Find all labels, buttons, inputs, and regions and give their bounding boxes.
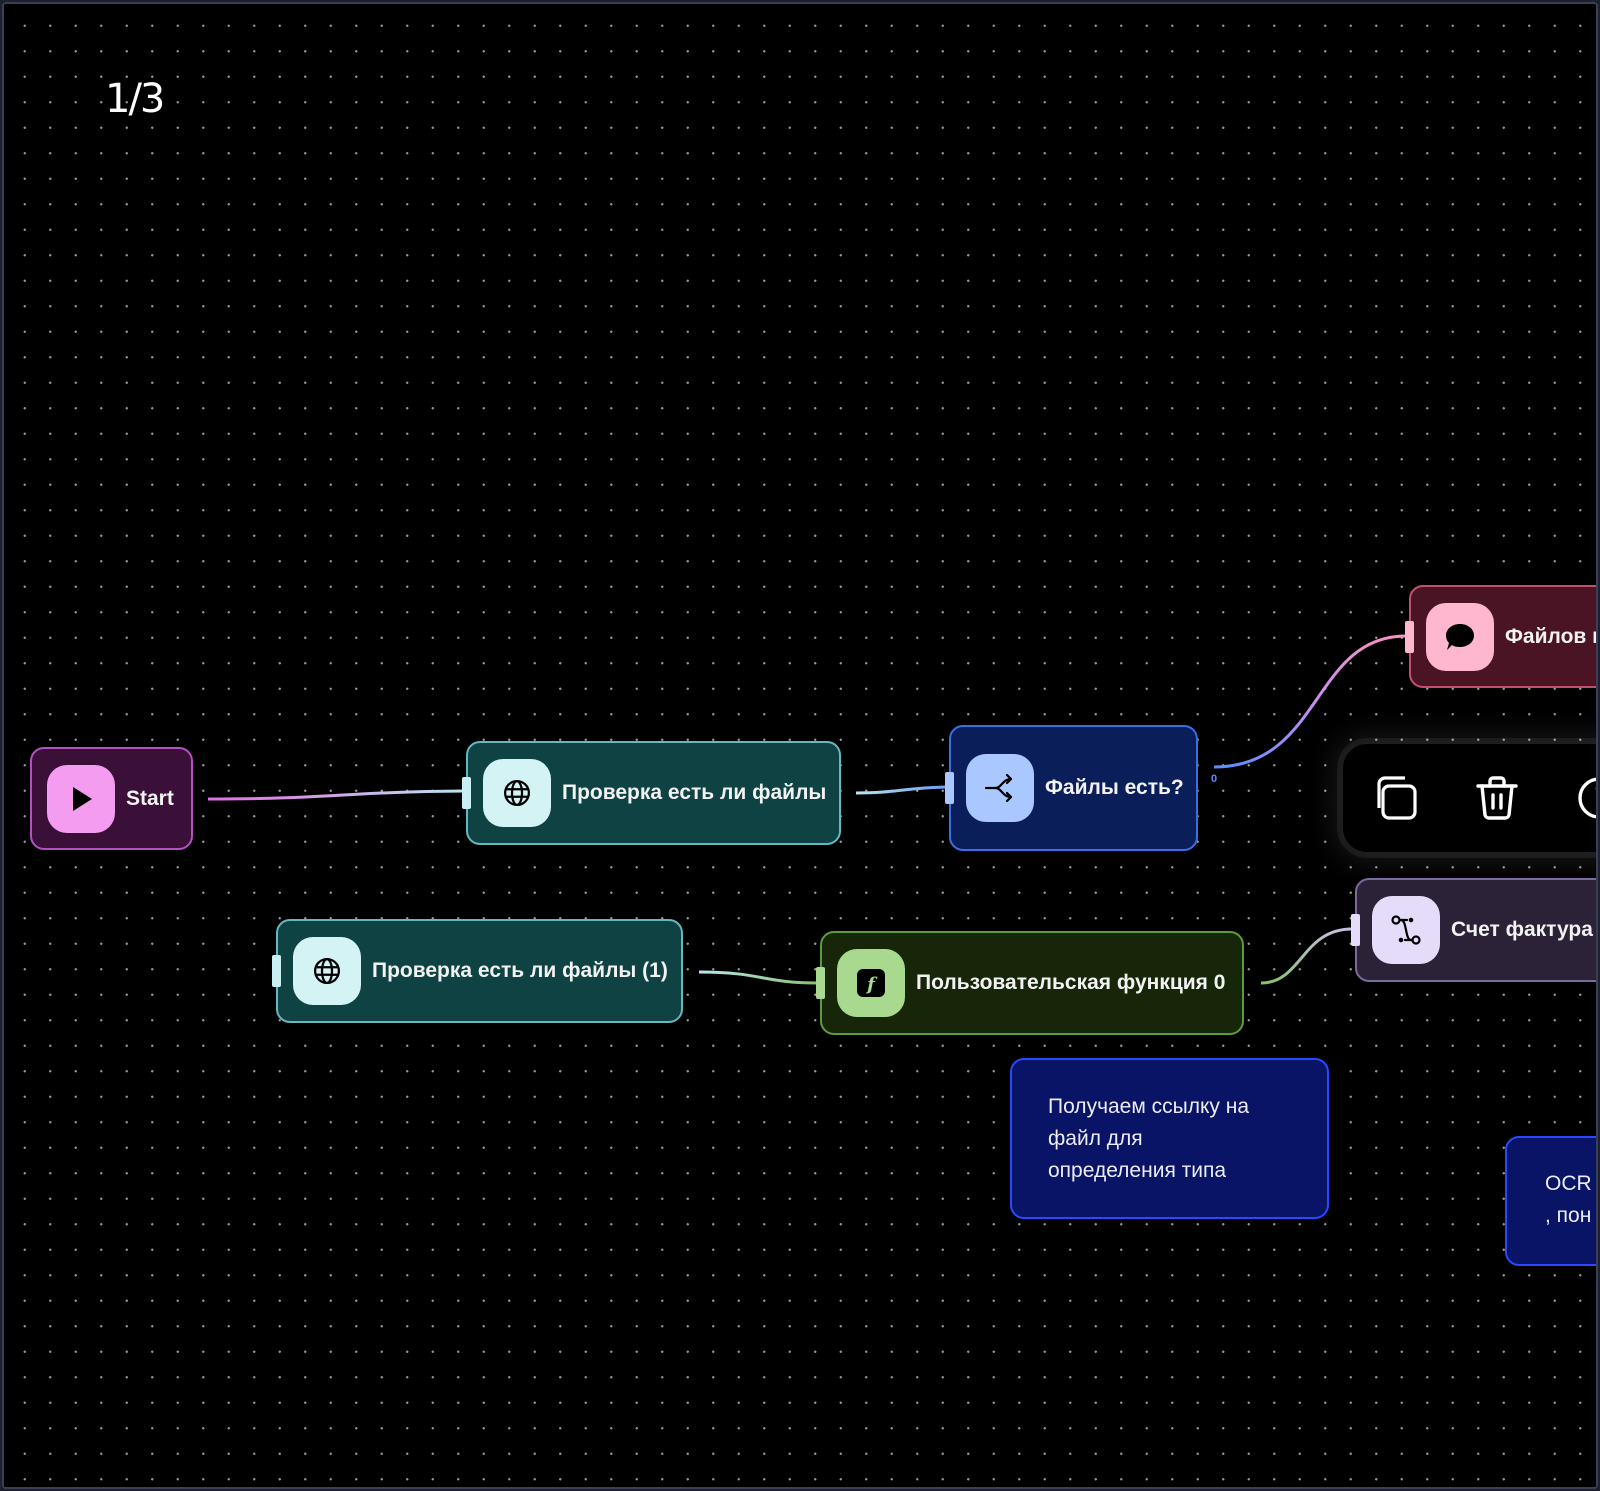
message-icon [1446, 623, 1474, 650]
node-label: Проверка есть ли файлы [562, 781, 827, 804]
node-label: Файлов н [1505, 624, 1598, 648]
input-handle[interactable] [816, 967, 825, 999]
node-label: Счет фактура [1451, 918, 1593, 941]
info-icon [1578, 777, 1598, 819]
node-label: Пользовательская функция 0 [916, 971, 1226, 994]
branch-icon [984, 773, 1013, 803]
node-icon-box [1372, 896, 1440, 964]
node-actions-toolbar [1343, 744, 1598, 852]
node-invoice[interactable]: Счет фактура [1351, 878, 1598, 982]
function-icon: f [857, 969, 885, 997]
node-no-files-message[interactable]: Файлов н [1405, 585, 1598, 688]
node-icon-box [47, 764, 115, 833]
node-icon-box [483, 759, 551, 827]
node-label: Проверка есть ли файлы (1) [372, 959, 668, 982]
node-icon-box [966, 754, 1034, 822]
input-handle[interactable] [1405, 620, 1414, 653]
edge-start-to-check-files[interactable] [207, 789, 465, 801]
globe-icon [314, 958, 340, 984]
play-icon [73, 786, 92, 811]
output-port-label: 0 [1211, 773, 1218, 785]
edge-check-files-to-files-exist[interactable] [855, 785, 948, 795]
note-ocr[interactable]: OCR , пон [1505, 1136, 1598, 1266]
node-check-files-1[interactable]: Проверка есть ли файлы (1) [272, 919, 683, 1023]
input-handle[interactable] [1351, 914, 1360, 946]
node-icon-box [1426, 602, 1494, 671]
note-get-file-link[interactable]: Получаем ссылку на файл для определения … [1010, 1058, 1329, 1219]
route-icon [1391, 915, 1421, 945]
node-icon-box: f [837, 949, 905, 1017]
node-label: Start [126, 786, 174, 810]
globe-icon [504, 780, 530, 806]
trash-icon [1476, 776, 1518, 820]
duplicate-button[interactable] [1365, 768, 1425, 828]
edge-custom-function-to-invoice[interactable] [1260, 927, 1353, 985]
edge-check-files-1-to-custom-function[interactable] [698, 970, 819, 985]
page-indicator: 1/3 [105, 76, 165, 122]
node-icon-box [293, 937, 361, 1005]
input-handle[interactable] [945, 772, 954, 804]
input-handle[interactable] [462, 777, 471, 809]
node-check-files[interactable]: Проверка есть ли файлы [462, 741, 841, 845]
node-label: Файлы есть? [1045, 776, 1184, 799]
info-button[interactable] [1569, 768, 1598, 828]
delete-button[interactable] [1467, 768, 1527, 828]
copy-icon [1377, 776, 1417, 820]
node-start[interactable]: Start [30, 747, 193, 850]
input-handle[interactable] [272, 955, 281, 987]
node-custom-function[interactable]: f Пользовательская функция 0 [816, 931, 1244, 1035]
edge-files-exist-to-no-files[interactable] [1213, 634, 1407, 769]
node-files-exist[interactable]: Файлы есть? 0 [945, 725, 1217, 851]
